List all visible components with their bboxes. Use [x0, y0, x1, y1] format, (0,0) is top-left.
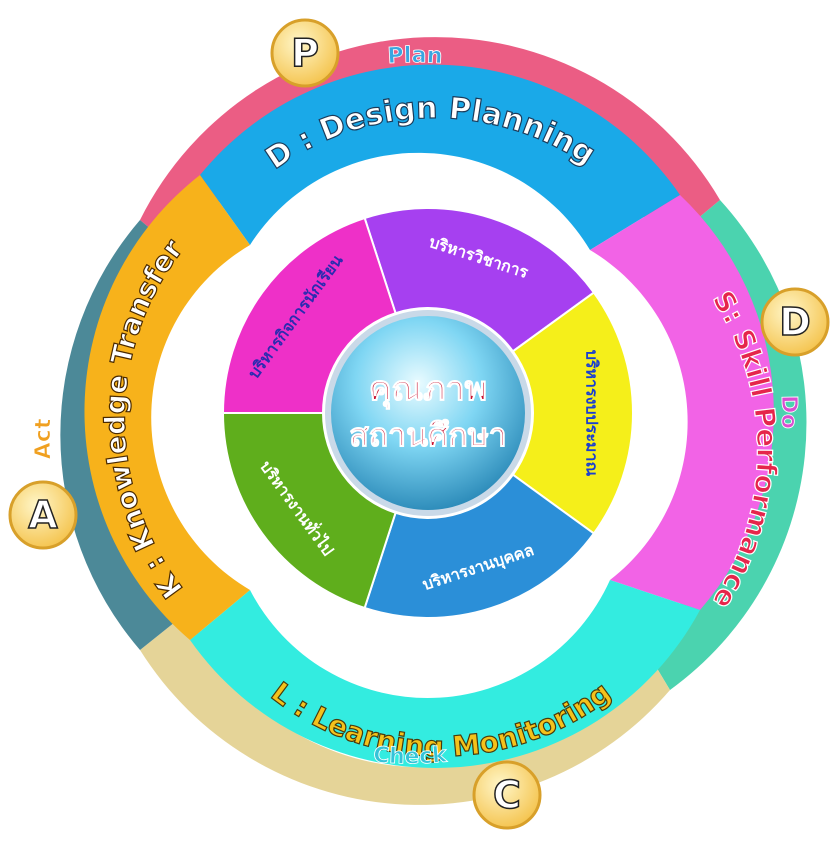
center-text-line2: สถานศึกษา — [349, 416, 507, 454]
knowledge-transfer-segment — [84, 175, 251, 640]
center-text-line1: คุณภาพ — [369, 369, 487, 410]
badge-a: A — [8, 480, 78, 550]
badge-p: P — [270, 18, 340, 88]
learning-monitoring-segment — [190, 580, 700, 768]
plan-label: Plan — [387, 43, 443, 69]
act-ring-segment — [60, 220, 190, 650]
inner-ring: บริหารวิชาการบริหารงบประมาณบริหารงานบุคค… — [221, 207, 635, 619]
check-label: Check — [372, 743, 449, 770]
badge-d: D — [760, 287, 830, 357]
badge-c: C — [472, 760, 542, 830]
plan-ring-segment — [140, 37, 720, 262]
design-planning-segment — [200, 64, 680, 251]
badge-d-letter: D — [779, 300, 811, 344]
badge-p-letter: P — [291, 31, 319, 75]
check-ring-segment — [140, 610, 670, 805]
center-sphere — [325, 310, 531, 516]
inner-segment-label: บริหารงบประมาณ — [583, 350, 602, 477]
do-label: Do — [776, 395, 801, 429]
badge-a-letter: A — [28, 493, 58, 537]
inner-segment — [221, 412, 397, 610]
dslk-middle-ring — [84, 64, 774, 768]
act-label: Act — [31, 417, 57, 459]
inner-segment — [363, 473, 596, 619]
inner-segment — [363, 207, 596, 353]
badge-c-letter: C — [493, 773, 521, 817]
skill-performance-segment — [590, 195, 774, 610]
inner-segment — [511, 291, 635, 535]
inner-segment — [221, 216, 397, 414]
